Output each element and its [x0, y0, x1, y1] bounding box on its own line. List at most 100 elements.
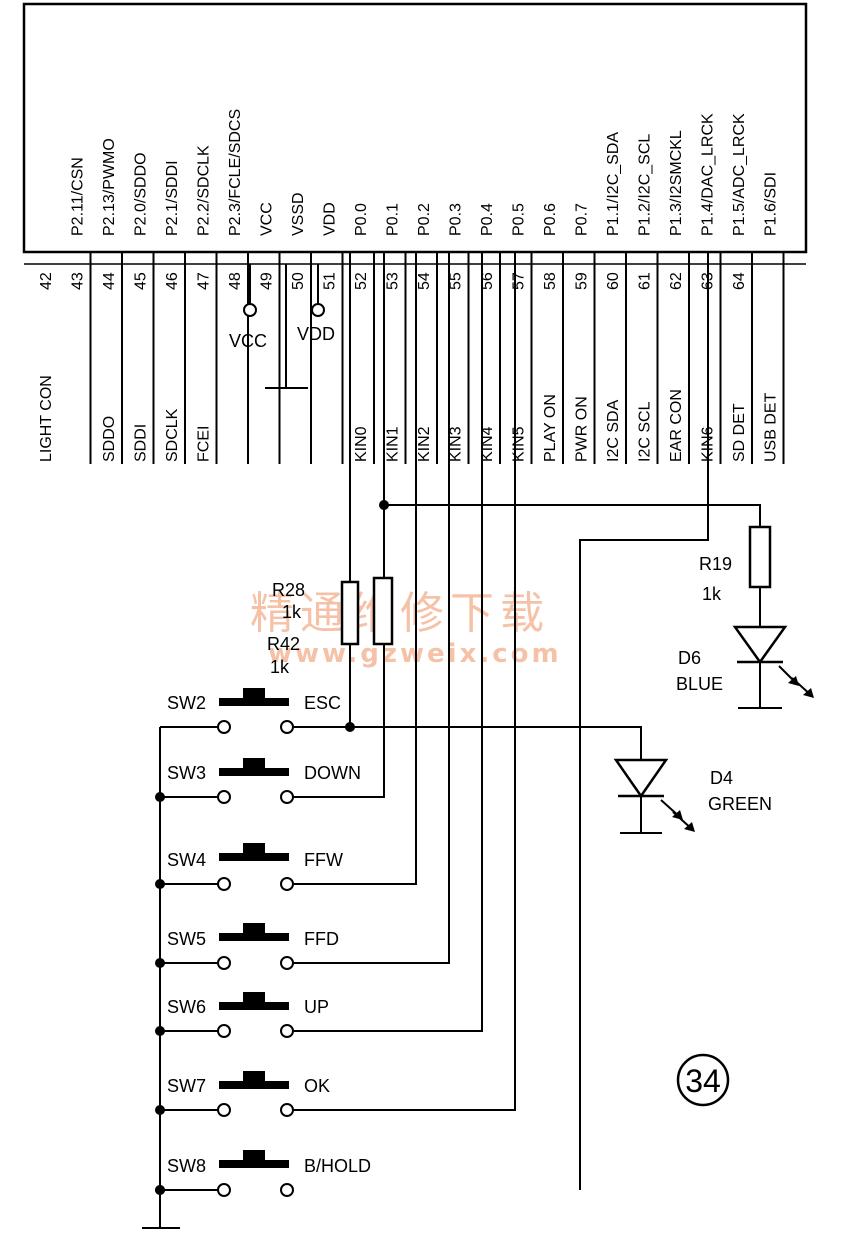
- net-label: SDDI: [133, 424, 150, 462]
- switch-contact: [280, 1183, 294, 1197]
- pin-number: 46: [164, 272, 181, 290]
- pin-number: 61: [637, 272, 654, 290]
- pin-number: 47: [196, 272, 213, 290]
- net-label: SD DET: [731, 403, 748, 462]
- pin-name: P0.7: [574, 203, 591, 236]
- switch-ref: SW5: [167, 929, 206, 949]
- vssd-ground: [265, 264, 308, 389]
- switch-contact: [280, 877, 294, 891]
- kin3-line: [292, 252, 450, 964]
- switch-function: FFW: [304, 850, 343, 870]
- d6-color: BLUE: [676, 674, 723, 694]
- pin-name: VSSD: [290, 192, 307, 236]
- kin5-line: [292, 252, 516, 1111]
- figure-number-circle: [676, 1053, 730, 1107]
- net-label: USB DET: [763, 392, 780, 462]
- pin-name: P2.2/SDCLK: [196, 145, 213, 236]
- kin4-line: [292, 252, 483, 1032]
- net-label: EAR CON: [668, 389, 685, 462]
- switch-function: OK: [304, 1076, 330, 1096]
- pin-number: 42: [38, 272, 55, 290]
- pin-number: 54: [416, 272, 433, 290]
- pin-number: 50: [290, 272, 307, 290]
- watermark-cn: 精通维修下载: [250, 588, 550, 639]
- pin-number: 60: [605, 272, 622, 290]
- switch-button-cap: [243, 688, 265, 700]
- pin-name: P0.3: [448, 203, 465, 236]
- junction-dot: [155, 1105, 165, 1115]
- switch-ref: SW6: [167, 997, 206, 1017]
- net-label: FCEI: [196, 426, 213, 462]
- net-label: KIN4: [479, 426, 496, 462]
- switch-sw7: SW7 OK: [155, 1071, 330, 1117]
- pin-name: P1.3/I2SMCKL: [668, 130, 685, 236]
- switch-ref: SW8: [167, 1156, 206, 1176]
- junction-dot: [155, 1026, 165, 1036]
- r28-value: 1k: [282, 602, 302, 622]
- kin6-line: [579, 252, 709, 1190]
- pin-number: 57: [511, 272, 528, 290]
- d4-color: GREEN: [708, 794, 772, 814]
- pin-number: 53: [385, 272, 402, 290]
- vcc-terminal: [243, 303, 257, 317]
- pin-name: P1.2/I2C_SCL: [637, 134, 654, 236]
- pin-name: P1.4/DAC_LRCK: [700, 113, 717, 236]
- switch-ref: SW2: [167, 693, 206, 713]
- switch-function: B/HOLD: [304, 1156, 371, 1176]
- switch-contact: [217, 1024, 231, 1038]
- pin-name: VDD: [322, 202, 339, 236]
- switch-actuator: [219, 853, 289, 861]
- switch-contact: [217, 720, 231, 734]
- switch-contact: [217, 790, 231, 804]
- pin-name: P2.0/SDDO: [133, 152, 150, 236]
- r19-value: 1k: [702, 584, 722, 604]
- net-label: PLAY ON: [542, 394, 559, 462]
- vcc-label: VCC: [229, 331, 267, 351]
- pin-number: 45: [133, 272, 150, 290]
- junction-dot: [345, 722, 355, 732]
- switch-contact: [217, 1183, 231, 1197]
- switch-sw8: SW8 B/HOLD: [155, 1150, 371, 1197]
- net-label: LIGHT CON: [38, 375, 55, 462]
- switch-button-cap: [243, 758, 265, 770]
- switch-actuator: [219, 698, 289, 706]
- kin2-line: [292, 252, 417, 885]
- junction-dot: [155, 879, 165, 889]
- pin-number: 55: [448, 272, 465, 290]
- switch-contact: [280, 1024, 294, 1038]
- d6-ref: D6: [678, 648, 701, 668]
- junction-dot: [155, 1185, 165, 1195]
- pin-number: 64: [731, 272, 748, 290]
- pin-name: P2.3/FCLE/SDCS: [227, 109, 244, 236]
- pin-number: 43: [70, 272, 87, 290]
- kin1-line: [292, 252, 385, 798]
- switch-button-cap: [243, 1150, 265, 1162]
- pin-name: P0.1: [385, 203, 402, 236]
- switch-contact: [280, 956, 294, 970]
- switch-actuator: [219, 1160, 289, 1168]
- switch-ref: SW7: [167, 1076, 206, 1096]
- pin-number: 48: [227, 272, 244, 290]
- switch-button-cap: [243, 923, 265, 935]
- net-label: KIN3: [448, 426, 465, 462]
- r28-ref: R28: [272, 580, 305, 600]
- pin-name: P0.6: [542, 203, 559, 236]
- switch-function: DOWN: [304, 763, 361, 783]
- pin-name: P1.5/ADC_LRCK: [731, 113, 748, 236]
- pin-name: P2.11/CSN: [70, 157, 87, 236]
- switch-actuator: [219, 933, 289, 941]
- junction-dot: [379, 500, 389, 510]
- pin-number: 51: [322, 272, 339, 290]
- d4-ref: D4: [710, 768, 733, 788]
- pin-name: P0.2: [416, 203, 433, 236]
- pin-name: P2.13/PWMO: [101, 138, 118, 236]
- net-label: KIN1: [385, 426, 402, 462]
- switch-contact: [217, 956, 231, 970]
- wiring: [142, 252, 782, 1229]
